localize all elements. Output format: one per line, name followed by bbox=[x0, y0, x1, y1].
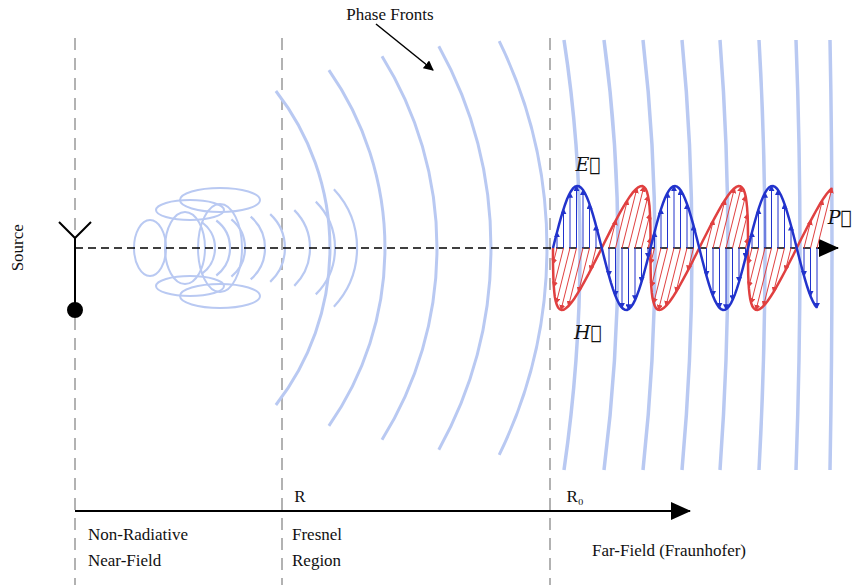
source-label: Source bbox=[5, 224, 31, 271]
e-field-vector bbox=[628, 248, 629, 309]
h-field-vector bbox=[751, 248, 765, 303]
far-field-front bbox=[720, 40, 728, 470]
e-field-vector bbox=[680, 190, 681, 248]
antenna-symbol bbox=[59, 222, 91, 317]
e-field-vector bbox=[687, 204, 688, 248]
e-field-vector bbox=[570, 193, 571, 248]
e-field-vector bbox=[667, 193, 668, 248]
distance-label: R₀ bbox=[566, 484, 583, 510]
e-field-vector bbox=[622, 248, 623, 308]
e-field-vector bbox=[635, 248, 636, 300]
near-field-lobe bbox=[180, 284, 260, 308]
field-symbol: H⃗ bbox=[574, 318, 602, 347]
propagation-axis bbox=[75, 247, 835, 249]
e-field-vector bbox=[778, 190, 779, 248]
leader-line bbox=[376, 24, 433, 70]
h-field-vector bbox=[654, 248, 668, 303]
e-field-vector bbox=[563, 209, 564, 248]
h-field-vector bbox=[739, 214, 747, 248]
h-field-vector bbox=[811, 200, 823, 248]
h-field-vector bbox=[635, 196, 648, 248]
e-field-vector bbox=[784, 204, 785, 248]
e-field-vector bbox=[589, 204, 590, 248]
h-field-vector bbox=[616, 200, 628, 248]
h-field-vector bbox=[713, 200, 725, 248]
h-field-vector bbox=[733, 196, 746, 248]
e-field-vector bbox=[765, 193, 766, 248]
e-field-vector bbox=[576, 186, 577, 248]
e-field-vector bbox=[719, 248, 720, 308]
e-field-vector bbox=[771, 186, 772, 248]
region-label: Non-Radiative Near-Field bbox=[88, 522, 218, 573]
distance-axis bbox=[75, 510, 690, 512]
e-field-vector bbox=[674, 186, 675, 248]
poynting-arrow bbox=[818, 247, 838, 249]
em-wave bbox=[553, 186, 832, 310]
near-field-lobe bbox=[180, 188, 260, 212]
far-field-front bbox=[604, 40, 618, 470]
h-field-curve bbox=[553, 186, 832, 310]
h-field-vector bbox=[773, 248, 784, 292]
h-field-vector bbox=[642, 214, 650, 248]
e-field-vector bbox=[758, 209, 759, 248]
e-field-vector bbox=[615, 248, 616, 296]
e-field-vector bbox=[713, 248, 714, 296]
near-field-lobe bbox=[156, 276, 224, 296]
vector-symbol: P⃗ bbox=[828, 203, 852, 232]
field-symbol: E⃗ bbox=[575, 150, 600, 179]
e-field-vector bbox=[661, 209, 662, 248]
h-field-vector bbox=[676, 248, 687, 292]
h-field-vector bbox=[556, 248, 570, 303]
far-field-front bbox=[759, 40, 765, 470]
far-field-front bbox=[682, 40, 692, 470]
h-field-vector bbox=[578, 248, 589, 292]
near-field-lobe bbox=[156, 200, 224, 220]
distance-label: R bbox=[294, 484, 305, 510]
phase-fronts bbox=[134, 40, 832, 470]
region-boundaries bbox=[75, 38, 550, 585]
e-field-vector bbox=[810, 248, 811, 296]
e-field-vector bbox=[726, 248, 727, 309]
near-field-lobe bbox=[134, 220, 166, 276]
far-field-front bbox=[564, 40, 580, 470]
annotation-label: Phase Fronts bbox=[346, 2, 433, 28]
e-field-vector bbox=[732, 248, 733, 300]
e-field-vector bbox=[817, 248, 818, 308]
e-field-curve bbox=[553, 186, 817, 310]
e-field-vector bbox=[583, 190, 584, 248]
far-field-front bbox=[830, 40, 832, 470]
region-label: Fresnel Region bbox=[292, 522, 372, 573]
region-label: Far-Field (Fraunhofer) bbox=[592, 538, 746, 564]
